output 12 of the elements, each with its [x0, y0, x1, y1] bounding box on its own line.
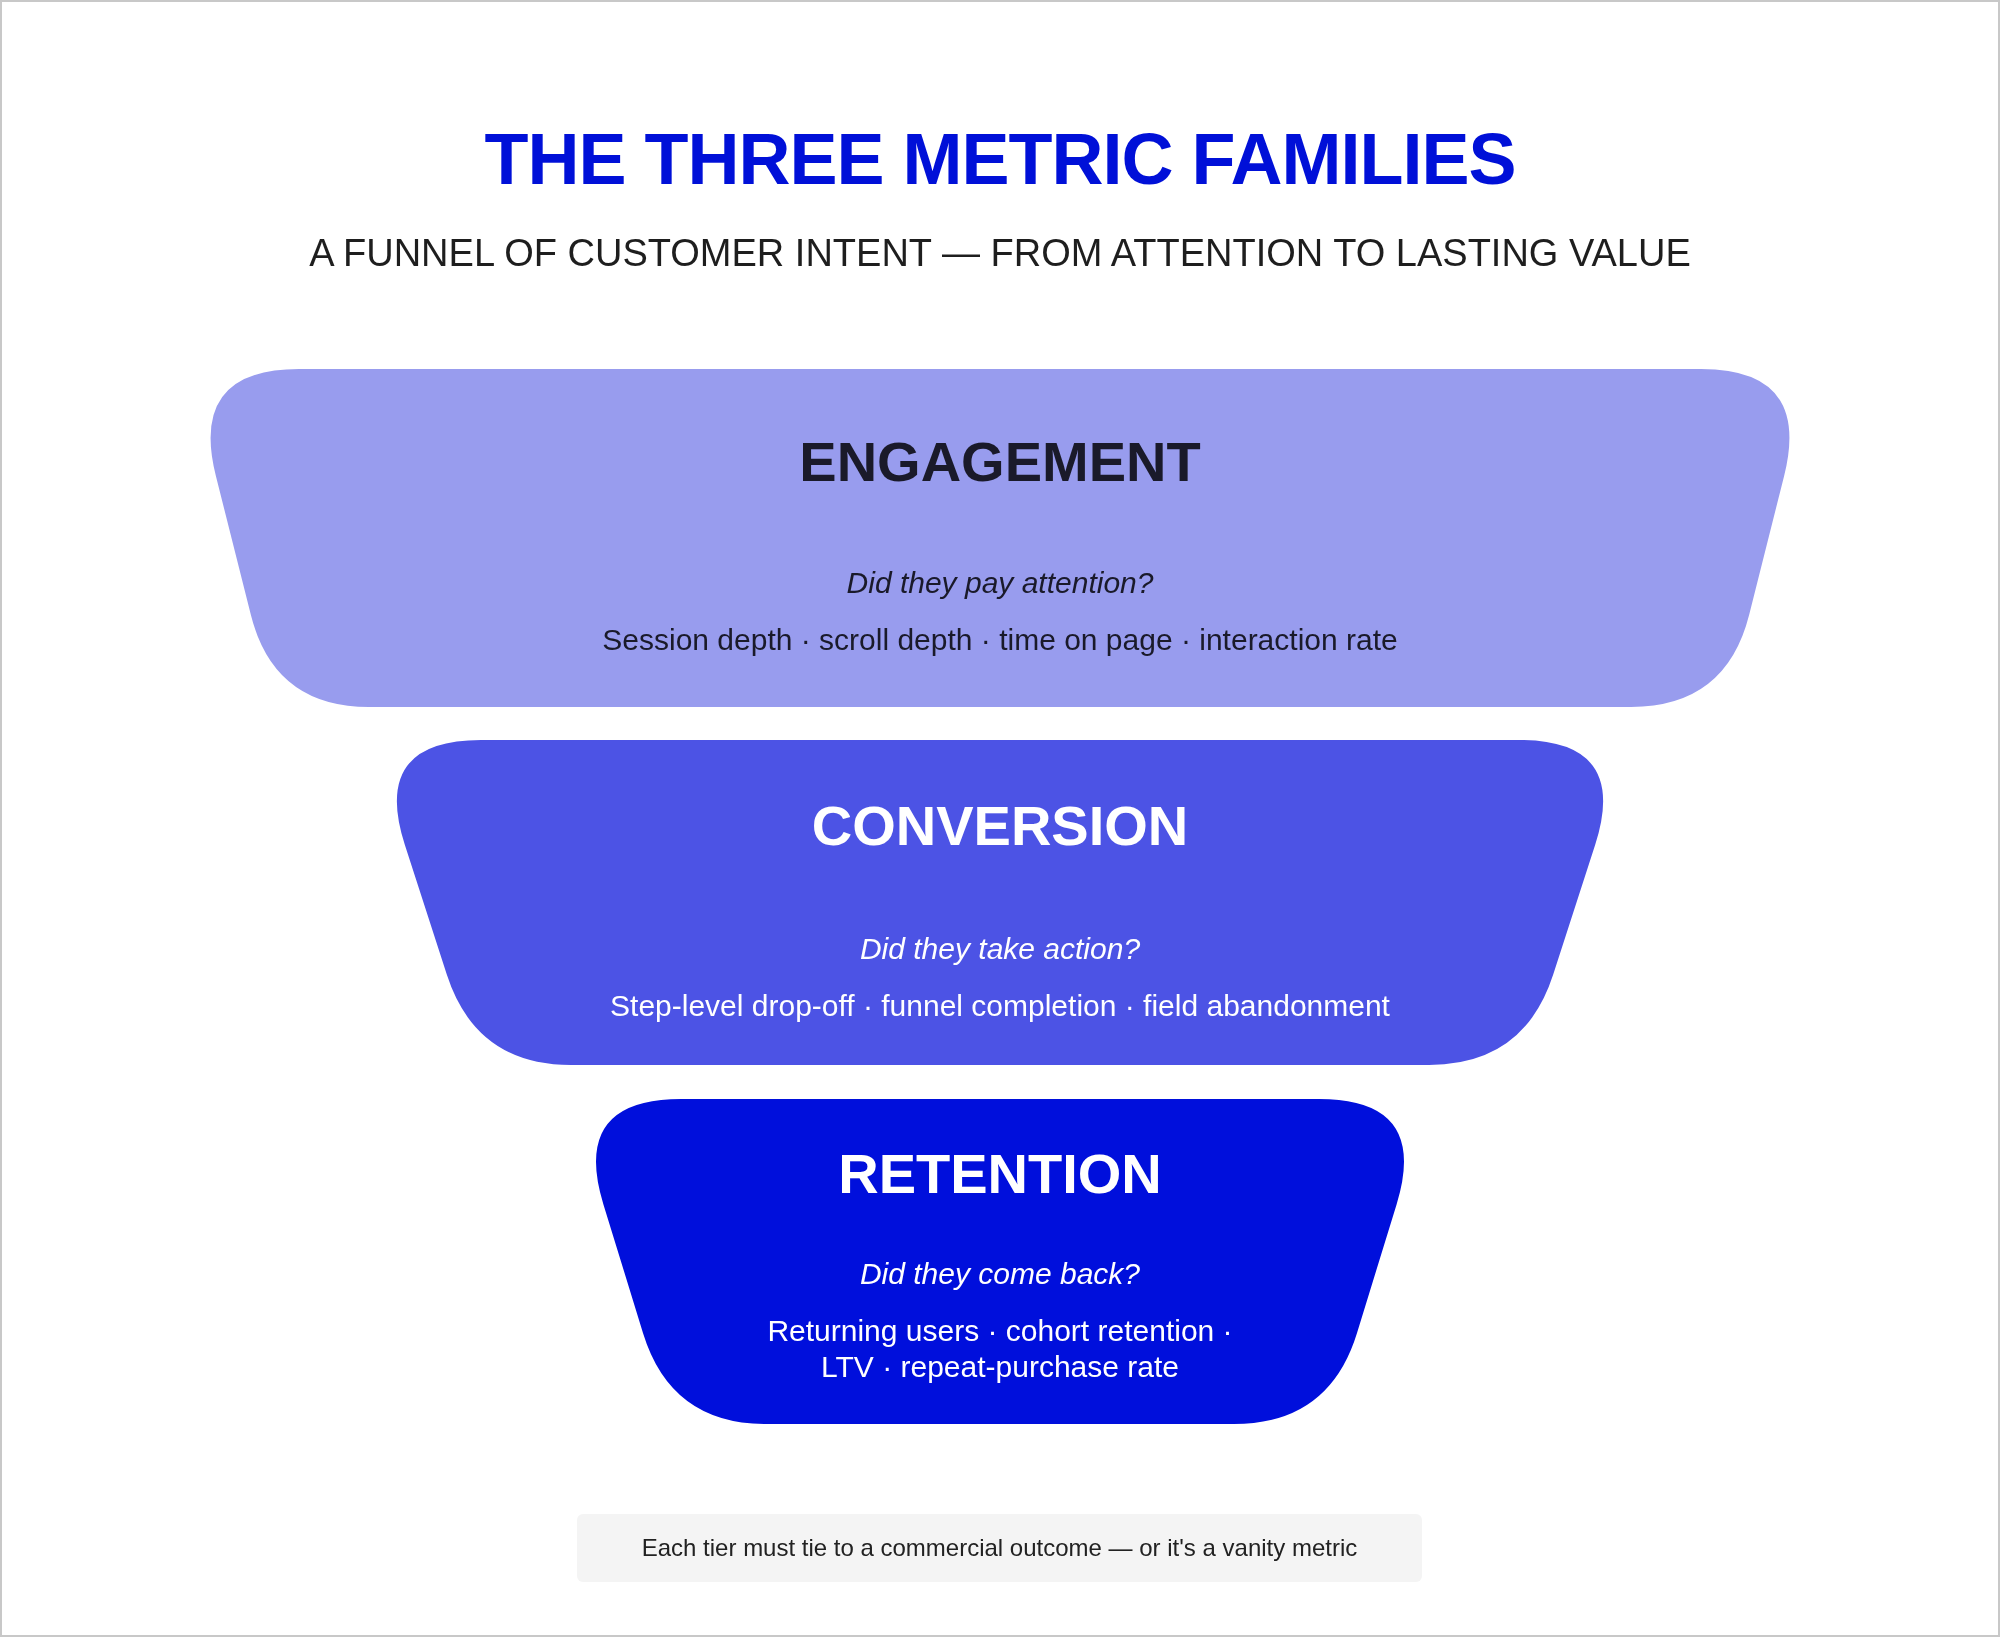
subtitle: A FUNNEL OF CUSTOMER INTENT — FROM ATTENTION TO LASTING VALUE	[308, 232, 1692, 275]
metric-list: Session depth · scroll depth · time on page · interaction rate	[350, 622, 1650, 658]
tier-heading: RETENTION	[837, 1141, 1163, 1206]
tier-heading: CONVERSION	[810, 793, 1190, 858]
metric-list: Returning users · cohort retention · LTV · repeat-purchase rate	[740, 1313, 1260, 1385]
tier-question: Did they take action?	[858, 932, 1142, 966]
tier-heading: ENGAGEMENT	[798, 429, 1202, 494]
title: THE THREE METRIC FAMILIES	[483, 118, 1517, 200]
tier-question: Did they come back?	[858, 1257, 1142, 1291]
metric-list: Step-level drop-off · funnel completion · field abandonment	[450, 988, 1550, 1024]
tier-question: Did they pay attention?	[845, 566, 1155, 600]
note-text: Each tier must tie to a commercial outcome — or it's a vanity metric	[641, 1534, 1358, 1562]
